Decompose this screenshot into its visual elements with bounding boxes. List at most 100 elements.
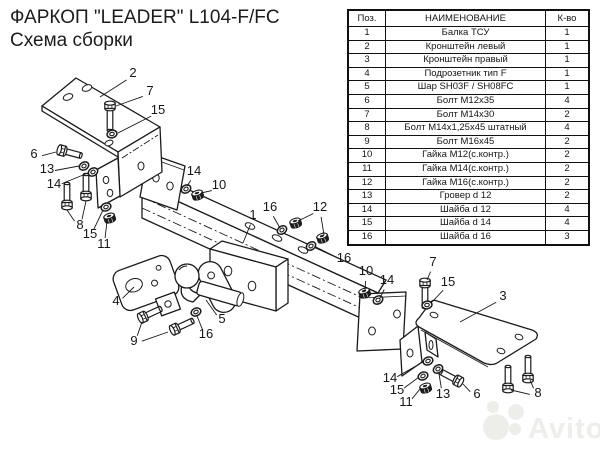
- table-cell: 1: [348, 26, 386, 41]
- bolt-icon: [168, 317, 195, 336]
- washer-icon: [421, 300, 433, 310]
- washer-icon: [422, 356, 434, 366]
- watermark-logo-circle: [487, 401, 499, 413]
- callout-number: 7: [429, 254, 436, 269]
- table-cell: 5: [348, 80, 386, 95]
- callout-6: 6: [462, 383, 481, 401]
- table-cell: Болт М14х1,25х45 штатный: [385, 121, 546, 136]
- callout-number: 13: [436, 386, 450, 401]
- callout-number: 14: [383, 370, 397, 385]
- callout-4: 4: [112, 286, 135, 308]
- table-cell: 6: [348, 93, 386, 109]
- table-cell: 2: [348, 39, 386, 55]
- callout-12: 12: [297, 199, 327, 236]
- table-cell: 1: [545, 80, 589, 95]
- table-cell: 11: [348, 161, 386, 177]
- washer-icon: [417, 371, 429, 381]
- callout-number: 5: [218, 311, 225, 326]
- table-cell: Шайба d 16: [385, 229, 546, 245]
- callout-15: 15: [430, 274, 455, 304]
- callout-15: 15: [117, 102, 165, 134]
- parts-table-header-cell: К-во: [545, 10, 589, 27]
- table-cell: 1: [545, 26, 589, 41]
- callout-9: 9: [130, 321, 169, 348]
- bolt-icon: [136, 305, 163, 324]
- table-cell: 4: [545, 121, 589, 136]
- callout-13: 13: [40, 161, 80, 176]
- callout-number: 13: [40, 161, 54, 176]
- table-cell: Шар SH03F / SH08FC: [385, 80, 546, 95]
- parts-table-header-cell: Поз.: [348, 10, 386, 27]
- table-cell: Кронштейн левый: [385, 39, 546, 55]
- callout-number: 4: [112, 293, 119, 308]
- table-cell: Гайка М12(с.контр.): [385, 148, 546, 163]
- callout-number: 1: [249, 207, 256, 222]
- table-cell: Гайка М16(с.контр.): [385, 175, 546, 191]
- nut-icon: [191, 189, 205, 201]
- table-cell: 7: [348, 107, 386, 123]
- washer-icon: [305, 241, 317, 251]
- callout-number: 15: [151, 102, 165, 117]
- callout-10: 10: [359, 263, 373, 291]
- washer-icon: [87, 167, 99, 177]
- callout-number: 12: [313, 199, 327, 214]
- watermark-logo-circle: [508, 404, 524, 420]
- callout-11: 11: [399, 388, 421, 409]
- callout-14: 14: [379, 272, 394, 299]
- table-cell: 12: [348, 175, 386, 191]
- washer-icon: [432, 364, 444, 374]
- callout-7: 7: [115, 83, 154, 107]
- callout-number: 6: [473, 386, 480, 401]
- callout-13: 13: [436, 373, 450, 401]
- table-cell: 4: [545, 93, 589, 109]
- table-cell: Болт М14х30: [385, 107, 546, 123]
- table-cell: 2: [545, 134, 589, 150]
- table-cell: 2: [545, 175, 589, 191]
- callout-number: 11: [97, 236, 111, 251]
- page-title: ФАРКОП "LEADER" L104-F/FC: [10, 7, 280, 28]
- table-cell: 2: [545, 189, 589, 204]
- table-cell: 2: [545, 107, 589, 123]
- callout-16: 16: [315, 246, 351, 265]
- callout-14: 14: [383, 361, 424, 385]
- callout-10: 10: [200, 177, 226, 194]
- callout-5: 5: [205, 299, 226, 326]
- callout-6: 6: [30, 146, 57, 161]
- tow-ball-part-5: [174, 260, 245, 314]
- avito-watermark: Avito: [483, 401, 600, 445]
- callout-7: 7: [426, 254, 437, 281]
- callout-number: 14: [187, 163, 201, 178]
- drawing-title-block: ФАРКОП "LEADER" L104-F/FC Схема сборки: [10, 6, 280, 52]
- table-cell: 1: [545, 66, 589, 82]
- table-cell: Гайка М14(с.контр.): [385, 161, 546, 177]
- table-cell: Кронштейн правый: [385, 53, 546, 68]
- callout-number: 16: [337, 250, 351, 265]
- nut-icon: [419, 382, 433, 394]
- watermark-logo-circle: [509, 423, 521, 435]
- bolt-icon: [80, 172, 92, 202]
- callout-number: 2: [129, 65, 136, 80]
- table-cell: Шайба d 12: [385, 202, 546, 218]
- nut-icon: [316, 232, 330, 244]
- nut-icon: [289, 217, 303, 229]
- callout-number: 11: [399, 394, 413, 409]
- table-cell: 2: [545, 148, 589, 163]
- table-cell: 16: [348, 229, 386, 245]
- table-cell: Болт М16х45: [385, 134, 546, 150]
- callout-16: 16: [196, 315, 213, 341]
- callout-number: 15: [441, 274, 455, 289]
- table-cell: Болт М12х35: [385, 93, 546, 109]
- washer-icon: [180, 184, 192, 194]
- callout-14: 14: [186, 163, 201, 187]
